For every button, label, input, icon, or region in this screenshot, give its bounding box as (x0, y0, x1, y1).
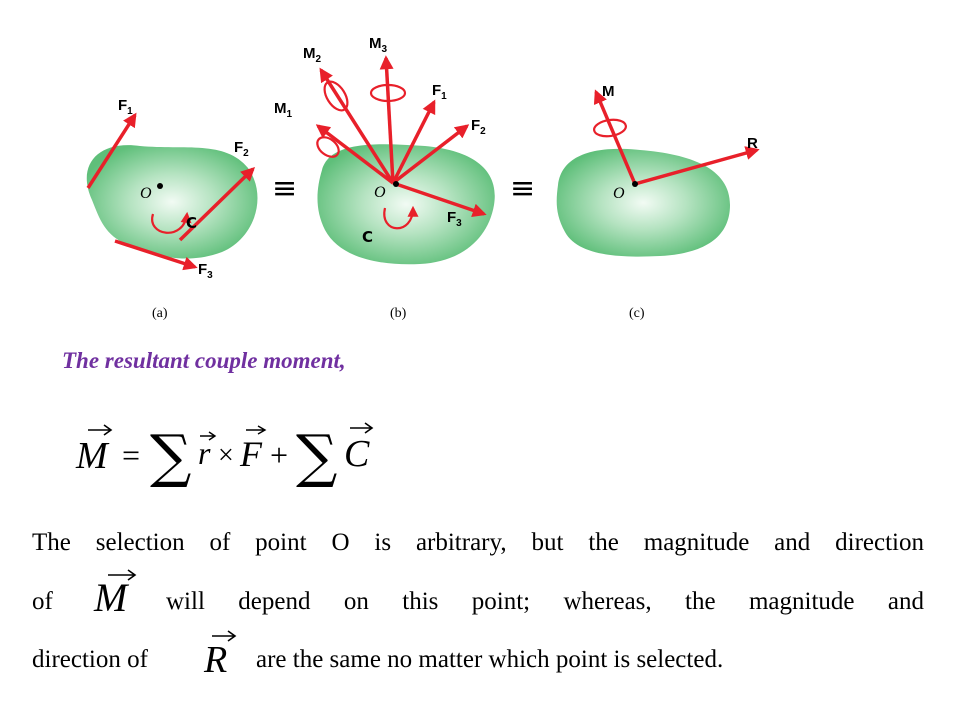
origin-point-b (393, 181, 399, 187)
force-arrow-f2-a (178, 167, 256, 242)
origin-point-a (157, 183, 163, 189)
origin-label-a: O (140, 185, 152, 202)
moment-curl-m1-b (316, 136, 340, 158)
equation-lhs-m: M (75, 435, 110, 477)
moment-label-m2-b: M2 (303, 45, 322, 65)
moment-equation: M = ∑ r × F + ∑ C (75, 422, 374, 488)
force-label-f1-a: F1 (118, 97, 133, 117)
svg-text:R: R (203, 639, 227, 680)
resultant-label-r-c: R (747, 135, 758, 152)
force-label-f1-b: F1 (432, 82, 447, 102)
moment-arrow-m1-b (315, 124, 395, 185)
moment-label-m3-b: M3 (369, 35, 388, 55)
paragraph-line-2-start: of (32, 588, 53, 615)
svg-text:M: M (93, 575, 130, 619)
origin-label-c: O (613, 185, 625, 202)
equation-equals: = (122, 437, 140, 473)
rigid-body-c (556, 148, 730, 257)
paragraph-line-1: The selection of point O is arbitrary, b… (32, 529, 924, 556)
rigid-body-a (86, 145, 258, 259)
section-heading: The resultant couple moment, (62, 348, 346, 373)
moment-label-m-c: M (602, 83, 615, 100)
vector-arrow-lhs (88, 424, 113, 436)
rigid-body-figure: O C F1 F2 F3 (a) ≡ O C M1 M2 M3 F1 F2 F3… (86, 35, 760, 321)
couple-label-b: C (362, 228, 373, 246)
force-label-f2-a: F2 (234, 139, 249, 159)
equation-sum-1: ∑ (150, 422, 191, 488)
origin-label-b: O (374, 184, 386, 201)
force-label-f3-a: F3 (198, 261, 213, 281)
couple-label-a: C (186, 214, 197, 232)
couple-arrow-b (383, 205, 419, 230)
moment-arrow-m-c (593, 89, 637, 185)
force-label-f2-b: F2 (471, 117, 486, 137)
moment-curl-m-c (593, 118, 627, 138)
moment-curl-m2-b (323, 80, 349, 112)
couple-arrow-a (151, 211, 192, 234)
vector-arrow-f (246, 425, 267, 435)
equation-sum-2: ∑ (296, 422, 337, 488)
caption-b: (b) (390, 306, 407, 321)
force-arrow-f1-b (391, 99, 436, 184)
rigid-body-b (317, 144, 495, 265)
moment-arrow-m3-b (379, 55, 395, 184)
inline-vector-r: R (203, 630, 237, 680)
force-arrow-f3-b (392, 181, 487, 218)
force-arrow-f3-a (114, 239, 198, 271)
paragraph-line-2-end: will depend on this point; whereas, the … (166, 588, 924, 615)
equation-f: F (239, 434, 263, 474)
vector-arrow-r (200, 431, 217, 441)
force-label-f3-b: F3 (447, 209, 462, 229)
panel-a: O C F1 F2 F3 (a) (86, 97, 258, 321)
caption-c: (c) (629, 306, 645, 321)
caption-a: (a) (152, 306, 168, 321)
panel-c: O M R (c) (556, 83, 760, 321)
equivalence-symbol-2: ≡ (510, 171, 535, 206)
force-arrow-f2-b (391, 124, 470, 185)
paragraph-line-3-start: direction of (32, 646, 148, 673)
vector-arrow-c (350, 422, 374, 434)
equation-r: r (198, 435, 211, 471)
equation-c: C (344, 433, 370, 475)
moment-curl-m3-b (369, 83, 407, 103)
panel-b: O C M1 M2 M3 F1 F2 F3 (b) (274, 35, 495, 321)
moment-label-m1-b: M1 (274, 100, 293, 120)
equation-cross: × (218, 440, 234, 471)
force-arrow-f1-a (86, 112, 137, 189)
equivalence-symbol-1: ≡ (272, 171, 297, 206)
moment-arrow-m2-b (319, 67, 395, 184)
inline-vector-m: M (93, 569, 137, 619)
resultant-arrow-r-c (634, 146, 760, 186)
origin-point-c (632, 181, 638, 187)
paragraph-line-3-end: are the same no matter which point is se… (256, 646, 724, 673)
equation-plus: + (270, 437, 288, 473)
